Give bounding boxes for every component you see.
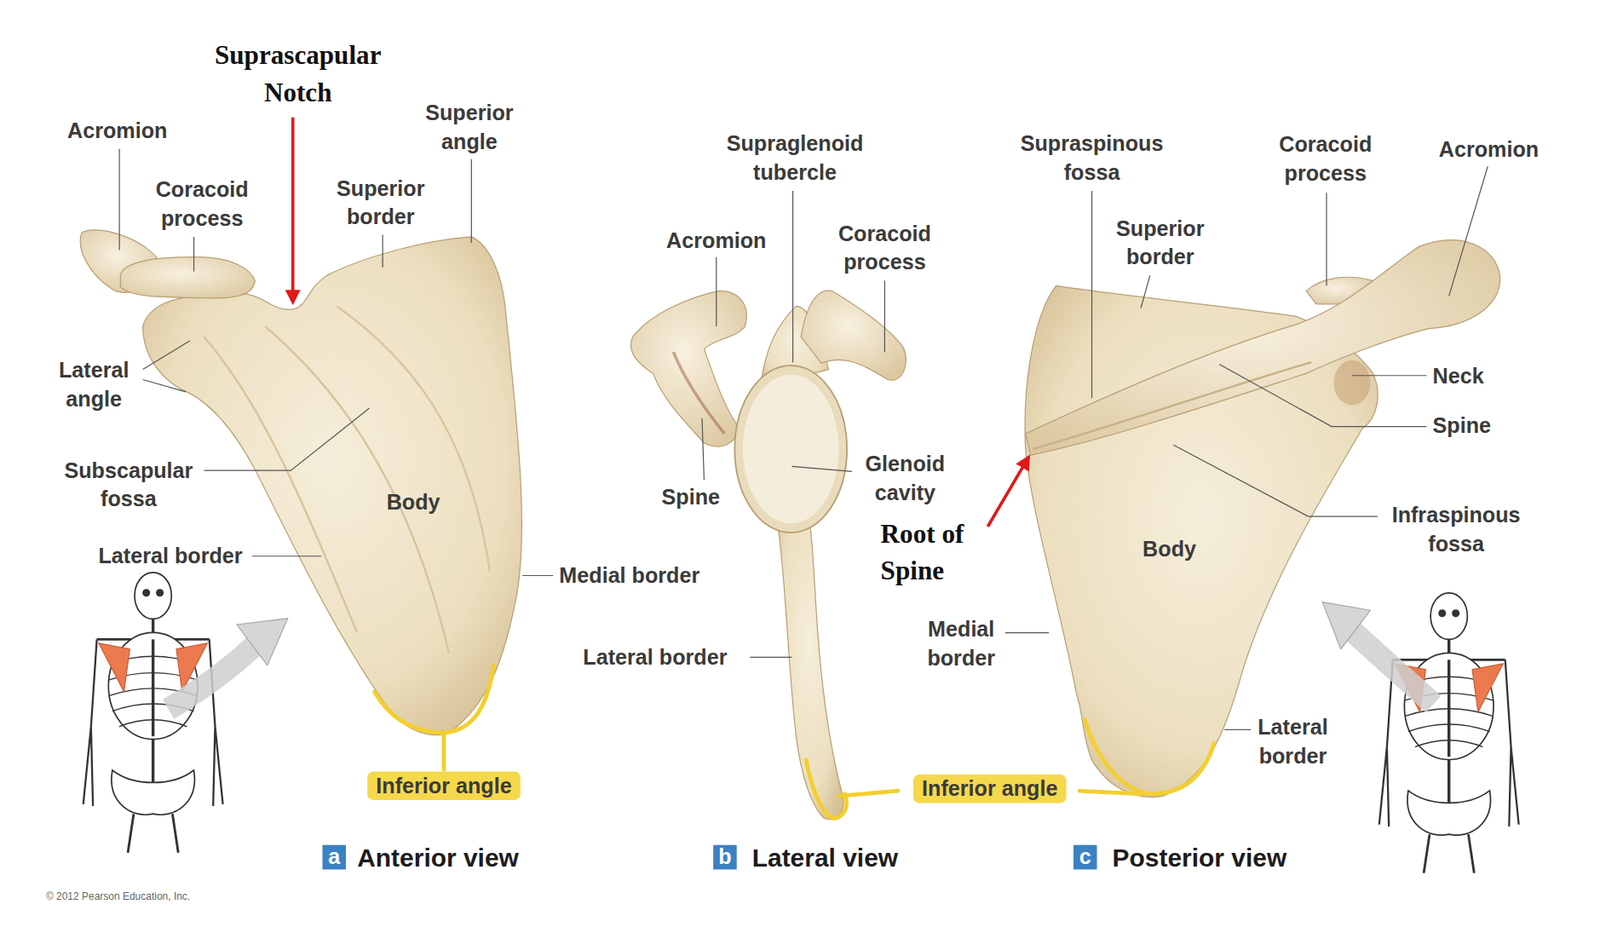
- annotation-label: Root of Spine: [880, 516, 994, 590]
- annotation-label: Suprascapular Notch: [195, 37, 401, 111]
- part-label: Supraglenoid tubercle: [707, 129, 882, 187]
- part-label: Medial border: [909, 615, 1013, 673]
- part-label: Acromion: [1438, 135, 1539, 165]
- part-label: Coracoid process: [823, 219, 947, 277]
- panel-letter-box: a: [322, 845, 346, 870]
- part-label: Lateral border: [1242, 713, 1345, 771]
- part-label: Glenoid cavity: [853, 449, 956, 507]
- view-title: Posterior view: [1111, 841, 1287, 873]
- panel-letter-box: c: [1073, 845, 1098, 870]
- skeleton-inset: [83, 572, 288, 853]
- part-label: Body: [386, 488, 441, 518]
- lateral-scapula: [631, 290, 907, 820]
- copyright-note: © 2012 Pearson Education, Inc.: [46, 891, 190, 904]
- annotation-arrow: [291, 117, 295, 303]
- highlighted-label: Inferior angle: [914, 774, 1066, 804]
- part-label: Coracoid process: [140, 175, 264, 233]
- annotation-arrow: [987, 457, 1029, 527]
- highlighted-label: Inferior angle: [368, 771, 520, 800]
- part-label: Coracoid process: [1264, 130, 1388, 188]
- part-label: Superior border: [1104, 214, 1217, 272]
- part-label: Lateral border: [582, 643, 727, 673]
- part-label: Supraspinous fossa: [1010, 129, 1175, 187]
- part-label: Superior angle: [413, 98, 526, 156]
- part-label: Acromion: [666, 226, 766, 256]
- leader-lines: [119, 149, 1488, 730]
- panel-letter-box: b: [713, 845, 737, 870]
- part-label: Spine: [1433, 411, 1491, 441]
- part-label: Lateral angle: [42, 356, 145, 414]
- part-label: Spine: [661, 483, 720, 513]
- skeleton-inset: [1322, 592, 1519, 874]
- part-label: Acromion: [67, 116, 167, 146]
- panel-letter: b: [718, 845, 731, 870]
- view-title: Anterior view: [356, 841, 519, 873]
- view-title: Lateral view: [752, 841, 898, 873]
- panel-letter: c: [1079, 845, 1092, 870]
- part-label: Medial border: [558, 561, 700, 591]
- part-label: Superior border: [324, 174, 438, 232]
- part-label: Lateral border: [97, 541, 242, 571]
- part-label: Subscapular fossa: [51, 455, 206, 513]
- part-label: Body: [1142, 535, 1197, 565]
- part-label: Neck: [1433, 362, 1485, 392]
- panel-letter: a: [328, 845, 340, 870]
- part-label: Infraspinous fossa: [1379, 500, 1533, 559]
